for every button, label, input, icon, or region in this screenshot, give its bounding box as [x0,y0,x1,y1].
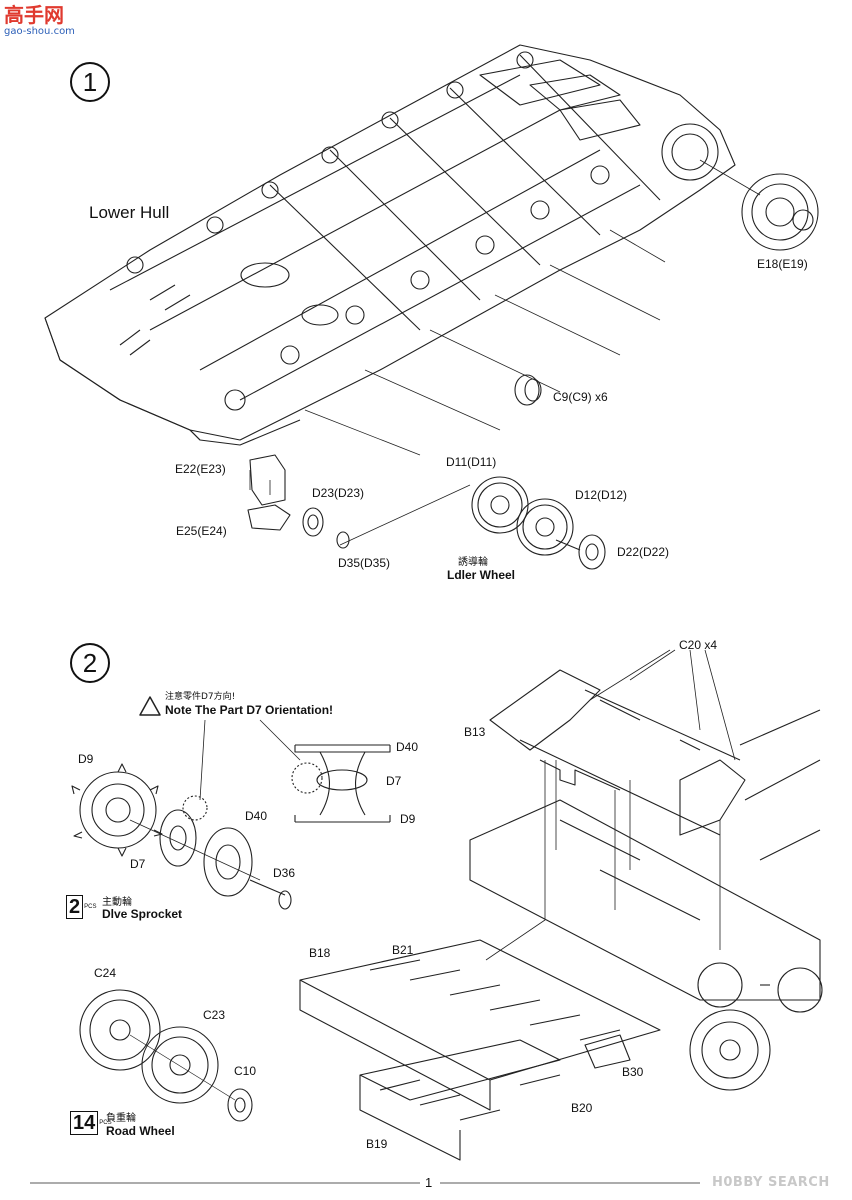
sprocket-label: Dlve Sprocket [102,907,183,921]
watermark-url: gao-shou.com [4,26,75,37]
rear-hull-drawing [469,669,823,1091]
sprocket-qty: 2 [66,895,84,919]
part-label-c23: C23 [203,1008,226,1022]
sprocket-pcs: PCS [84,903,97,910]
part-label-b30: B30 [622,1065,644,1079]
part-label-b13: B13 [464,725,486,739]
note-en-text: Note The Part D7 Orientation! [165,703,334,717]
roadwheel-label: Road Wheel [106,1124,175,1138]
idler-wheel-label: Ldler Wheel [447,568,516,582]
step-2-number: 2 [70,643,110,683]
part-label-c10: C10 [234,1064,257,1078]
part-label-d40: D40 [245,809,268,823]
part-label-d7: D7 [130,857,146,871]
lower-hull-drawing [44,44,736,446]
hobby-search-logo: H0BBY SEARCH [712,1175,830,1190]
e18-hub-drawing [741,173,819,251]
part-label-d11: D11(D11) [446,455,497,469]
part-label-c9: C9(C9) x6 [553,390,608,404]
page-number: 1 [425,1175,433,1190]
warning-triangle-icon [139,696,161,716]
part-label-d7-detail: D7 [386,774,402,788]
sprocket-assembly-drawing [71,763,292,910]
part-label-d9-detail: D9 [400,812,416,826]
sprocket-quantity-badge: 2 PCS [66,895,97,919]
roadwheel-quantity-badge: 14 PCS [70,1111,112,1135]
part-label-b21: B21 [392,943,414,957]
sprocket-cn-label: 主動輪 [102,897,132,908]
part-label-c20: C20 x4 [679,638,718,652]
part-label-d22: D22(D22) [617,545,670,559]
part-label-e18: E18(E19) [757,257,808,271]
note-cn-text: 注意零件D7方向! [165,692,236,702]
section-title-lower-hull: Lower Hull [89,203,170,222]
roadwheel-cn-label: 負重輪 [106,1113,136,1124]
part-label-c24: C24 [94,966,117,980]
fender-plates-drawing [299,939,661,1161]
c9-part-drawing [514,374,542,406]
watermark-logo: 高手网 gao-shou.com [4,4,75,37]
part-label-e25: E25(E24) [176,524,227,538]
d7-orientation-detail [291,744,391,823]
road-wheel-drawing [79,989,253,1122]
roadwheel-pcs: PCS [99,1119,112,1126]
watermark-cn: 高手网 [4,3,64,27]
part-label-d36: D36 [273,866,296,880]
step-1-number: 1 [70,62,110,102]
idler-wheel-cn-label: 誘導輪 [458,557,488,568]
part-label-d23: D23(D23) [312,486,365,500]
part-label-b19: B19 [366,1137,388,1151]
idler-wheel-drawing [471,476,606,570]
part-label-d9: D9 [78,752,94,766]
part-label-d12: D12(D12) [575,488,628,502]
idler-mount-drawing [247,454,350,549]
part-label-b18: B18 [309,946,331,960]
roadwheel-qty: 14 [70,1111,99,1135]
part-label-b20: B20 [571,1101,593,1115]
part-label-d35: D35(D35) [338,556,391,570]
part-label-d40-detail: D40 [396,740,419,754]
part-label-e22: E22(E23) [175,462,226,476]
